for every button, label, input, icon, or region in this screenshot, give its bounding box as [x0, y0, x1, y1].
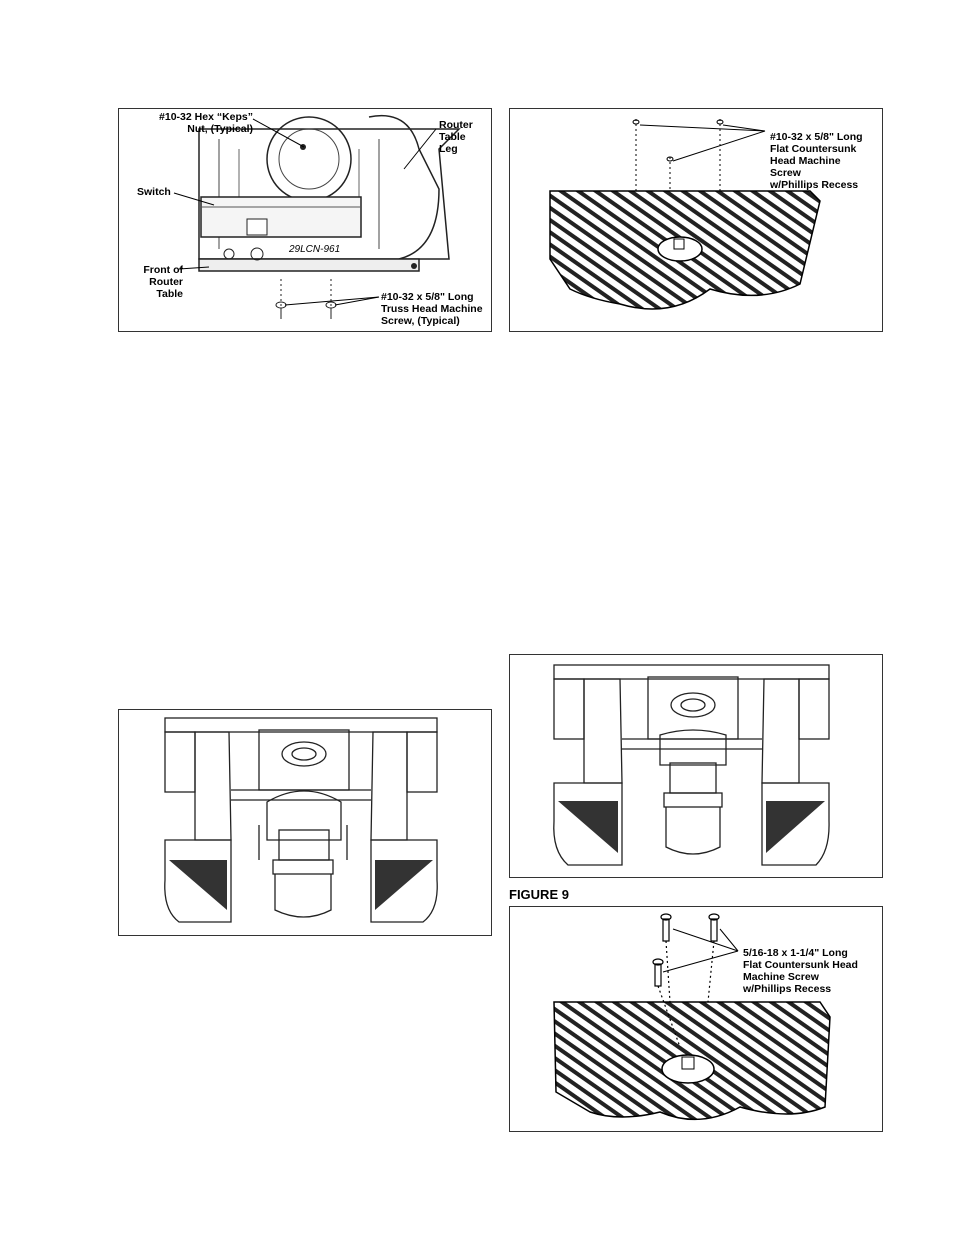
part-number-label: 29LCN-961	[289, 244, 341, 255]
figure-9-caption: FIGURE 9	[509, 887, 569, 902]
hex-nut-label: #10-32 Hex “Keps” Nut, (Typical)	[159, 111, 253, 135]
router-leg-line1: Router	[439, 119, 473, 131]
front-label-line1: Front of	[143, 264, 183, 276]
front-label-line2: Router	[149, 276, 183, 288]
router-leg-line3: Leg	[439, 143, 458, 155]
hex-nut-label-line2: Nut, (Typical)	[187, 123, 253, 135]
figure-router-mounted-left	[118, 709, 492, 936]
switch-mounting-illustration	[173, 115, 461, 319]
router-table-leg-label: Router Table Leg	[439, 119, 473, 155]
flat-countersunk-screw-label: #10-32 x 5/8" Long Flat Countersunk Head…	[770, 131, 863, 191]
screw-b-line2: Flat Countersunk	[770, 143, 857, 155]
figure-router-mounted-right	[509, 654, 883, 878]
truss-screw-line3: Screw, (Typical)	[381, 315, 460, 327]
truss-screw-label: #10-32 x 5/8" Long Truss Head Machine Sc…	[381, 291, 483, 327]
front-label-line3: Table	[156, 288, 183, 300]
underside-hatched-illustration-large	[553, 913, 831, 1121]
figure-switch-mounting: #10-32 Hex “Keps” Nut, (Typical) Router …	[118, 108, 492, 332]
hex-nut-label-line1: #10-32 Hex “Keps”	[159, 111, 253, 123]
screw-d-line4: w/Phillips Recess	[743, 983, 832, 995]
figure-table-underside-large-screws: 5/16-18 x 1-1/4" Long Flat Countersunk H…	[509, 906, 883, 1132]
screw-b-line1: #10-32 x 5/8" Long	[770, 131, 863, 143]
truss-screw-line2: Truss Head Machine	[381, 303, 483, 315]
front-of-router-table-label: Front of Router Table	[143, 264, 183, 300]
screw-d-line1: 5/16-18 x 1-1/4" Long	[743, 947, 848, 959]
underside-hatched-illustration	[549, 119, 821, 310]
truss-screw-line1: #10-32 x 5/8" Long	[381, 291, 474, 303]
router-assembly-illustration-left	[164, 717, 438, 923]
flat-countersunk-head-screw-label: 5/16-18 x 1-1/4" Long Flat Countersunk H…	[743, 947, 858, 995]
screw-b-line5: w/Phillips Recess	[770, 179, 859, 191]
router-assembly-illustration-right	[553, 664, 830, 866]
screw-d-line3: Machine Screw	[743, 971, 819, 983]
switch-label: Switch	[137, 186, 171, 198]
router-leg-line2: Table	[439, 131, 466, 143]
screw-b-line3: Head Machine	[770, 155, 841, 167]
figure-table-underside-small-screws: #10-32 x 5/8" Long Flat Countersunk Head…	[509, 108, 883, 332]
screw-d-line2: Flat Countersunk Head	[743, 959, 858, 971]
screw-b-line4: Screw	[770, 167, 801, 179]
